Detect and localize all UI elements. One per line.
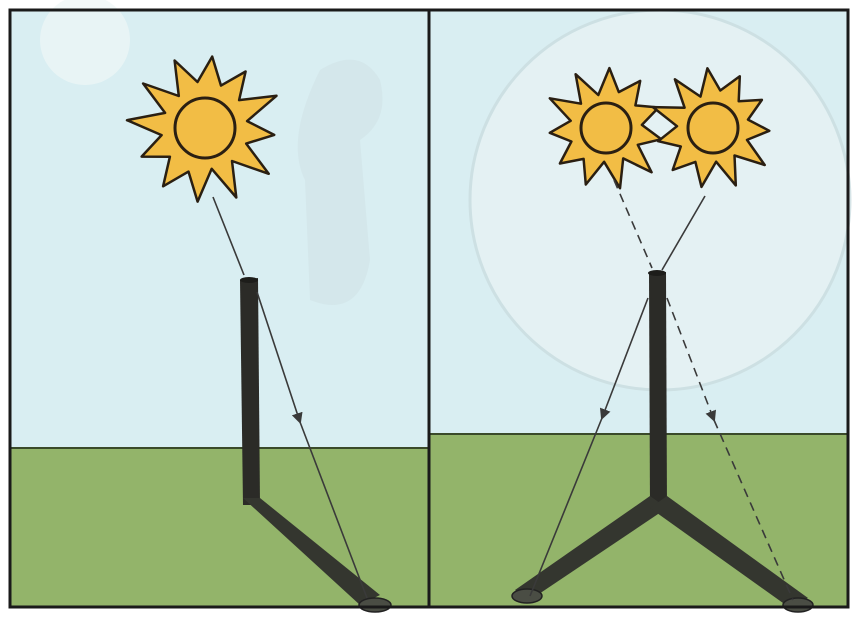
left-panel bbox=[10, 0, 428, 612]
sun-disc bbox=[175, 98, 235, 158]
shadow-tip bbox=[359, 598, 391, 612]
pole-top bbox=[240, 277, 258, 283]
shadow-right-tip bbox=[783, 598, 813, 612]
pole-top bbox=[648, 270, 666, 276]
sun-disc bbox=[688, 103, 738, 153]
pole bbox=[240, 278, 260, 505]
pole bbox=[649, 272, 667, 510]
right-panel bbox=[430, 10, 850, 612]
sun-disc bbox=[581, 103, 631, 153]
shadow-left-tip bbox=[512, 589, 542, 603]
